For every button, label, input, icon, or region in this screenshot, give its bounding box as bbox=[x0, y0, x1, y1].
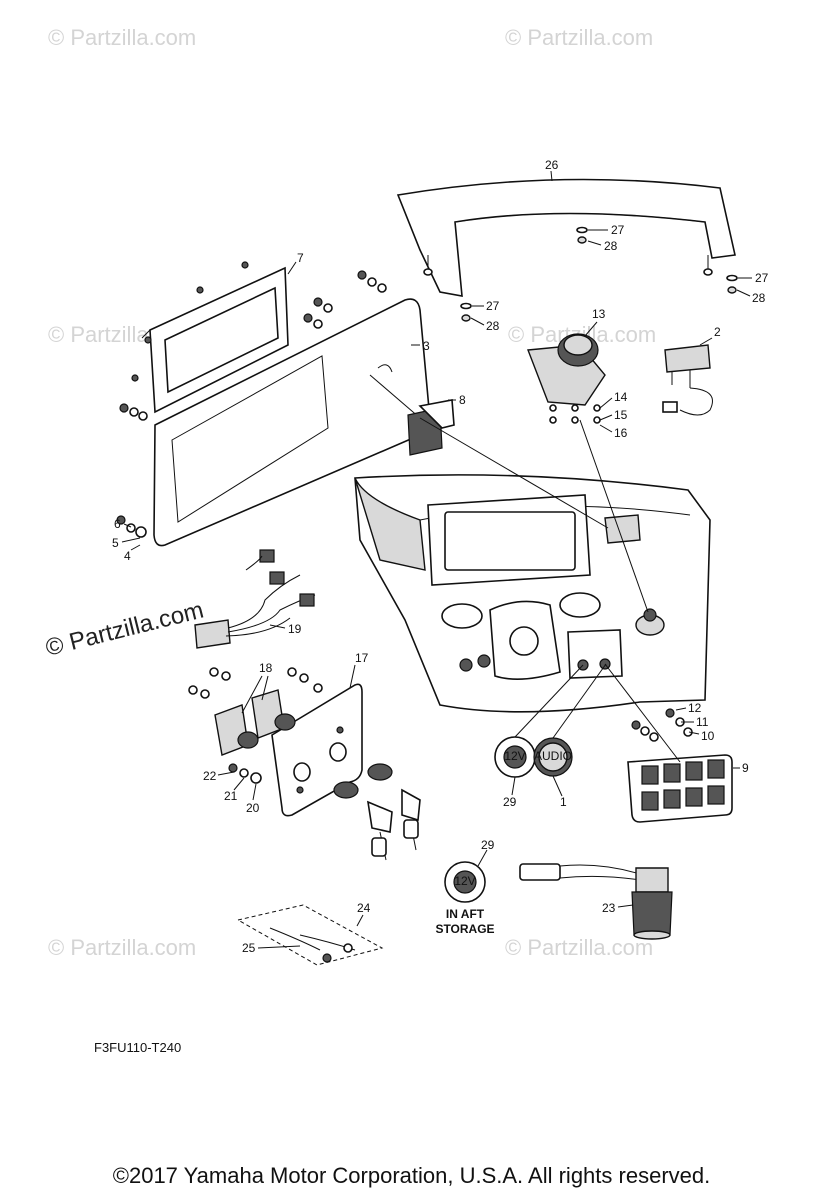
callout-25: 25 bbox=[242, 941, 256, 955]
callout-14: 14 bbox=[614, 390, 628, 404]
callout-4: 4 bbox=[124, 549, 131, 563]
callout-9: 9 bbox=[742, 761, 749, 775]
callout-17: 17 bbox=[355, 651, 369, 665]
copyright-notice: ©2017 Yamaha Motor Corporation, U.S.A. A… bbox=[112, 1163, 711, 1188]
callout-13: 13 bbox=[592, 307, 606, 321]
callout-18: 18 bbox=[259, 661, 273, 675]
part-9-switch-panel bbox=[627, 708, 733, 823]
part-29-12v-outlet: 12V bbox=[494, 736, 536, 778]
callout-1: 1 bbox=[560, 795, 567, 809]
watermark: © Partzilla.com bbox=[505, 935, 653, 960]
part-8-switch bbox=[407, 399, 455, 456]
leader-lines bbox=[121, 170, 752, 949]
part-26-visor-cover bbox=[396, 178, 738, 322]
callout-19: 19 bbox=[288, 622, 302, 636]
part-7-display-frame bbox=[131, 261, 289, 414]
watermark: © Partzilla.com bbox=[48, 25, 196, 50]
callout-20: 20 bbox=[246, 801, 260, 815]
callout-10: 10 bbox=[701, 729, 715, 743]
fastener-set-20-22 bbox=[228, 763, 262, 784]
part-18-rocker-switches bbox=[188, 667, 323, 756]
part-24-wire-kit bbox=[236, 904, 384, 966]
part-2-wire-module bbox=[662, 344, 713, 416]
audio-button-label: AUDIO bbox=[534, 749, 572, 763]
part-3-display-panel bbox=[153, 298, 431, 547]
ignition-keys bbox=[333, 763, 421, 861]
callout-6: 6 bbox=[114, 517, 121, 531]
callout-29: 29 bbox=[481, 838, 495, 852]
callout-5: 5 bbox=[112, 536, 119, 550]
drawing-code: F3FU110-T240 bbox=[94, 1040, 182, 1055]
outlet-12v-label: 12V bbox=[504, 749, 525, 763]
callout-27: 27 bbox=[611, 223, 625, 237]
callout-3: 3 bbox=[423, 339, 430, 353]
console-body bbox=[354, 474, 711, 713]
callout-15: 15 bbox=[614, 408, 628, 422]
callout-2: 2 bbox=[714, 325, 721, 339]
callout-11: 11 bbox=[696, 715, 709, 729]
watermark: © Partzilla.com bbox=[505, 25, 653, 50]
callout-27: 27 bbox=[486, 299, 500, 313]
aft-storage-label-line1: IN AFT bbox=[446, 907, 485, 921]
callout-26: 26 bbox=[545, 158, 559, 172]
part-23-connector bbox=[519, 863, 673, 940]
callout-27: 27 bbox=[755, 271, 769, 285]
callout-24: 24 bbox=[357, 901, 371, 915]
aft-storage-label-line2: STORAGE bbox=[435, 922, 494, 936]
callout-21: 21 bbox=[224, 789, 238, 803]
part-19-wire-harness bbox=[194, 549, 316, 649]
callout-numbers: 26 27 28 27 28 27 28 7 3 8 13 2 14 15 16… bbox=[112, 158, 769, 955]
callout-22: 22 bbox=[203, 769, 217, 783]
part-29-aft-storage-outlet: 12V IN AFT STORAGE bbox=[435, 861, 495, 936]
callout-7: 7 bbox=[297, 251, 304, 265]
callout-12: 12 bbox=[688, 701, 702, 715]
callout-16: 16 bbox=[614, 426, 628, 440]
callout-23: 23 bbox=[602, 901, 616, 915]
watermark: © Partzilla.com bbox=[48, 935, 196, 960]
fastener-set bbox=[116, 270, 387, 538]
watermark-prominent: © Partzilla.com bbox=[43, 597, 206, 662]
part-13-joystick bbox=[527, 333, 606, 424]
outlet-12v-label: 12V bbox=[454, 874, 475, 888]
callout-28: 28 bbox=[486, 319, 500, 333]
part-1-audio-button: AUDIO bbox=[533, 737, 573, 777]
callout-29: 29 bbox=[503, 795, 517, 809]
callout-8: 8 bbox=[459, 393, 466, 407]
callout-28: 28 bbox=[752, 291, 766, 305]
callout-28: 28 bbox=[604, 239, 618, 253]
